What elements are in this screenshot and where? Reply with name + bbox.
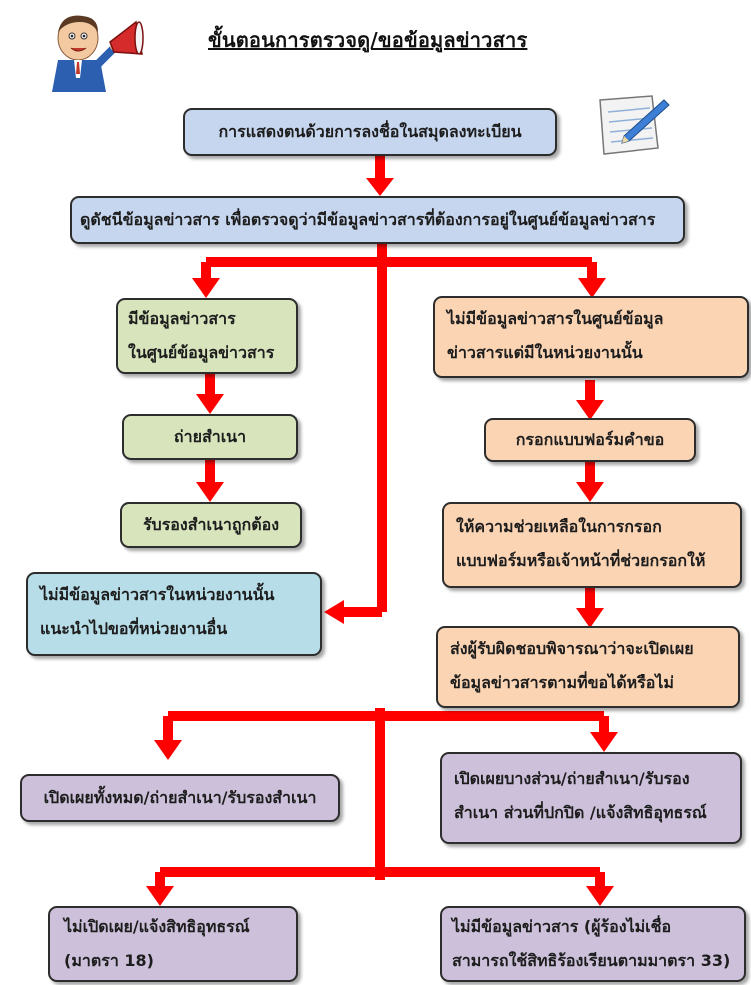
outcome-disclose-all-label: เปิดเผยทั้งหมด/ถ่ายสำเนา/รับรองสำเนา <box>43 788 317 807</box>
step-has-info: มีข้อมูลข่าวสาร ในศูนย์ข้อมูลข่าวสาร <box>116 298 298 374</box>
outcome-disclose-partial: เปิดเผยบางส่วน/ถ่ายสำเนา/รับรอง สำเนา ส่… <box>440 752 742 844</box>
step-help-fill: ให้ความช่วยเหลือในการกรอก แบบฟอร์มหรือเจ… <box>442 502 742 588</box>
outcome-not-disclose: ไม่เปิดเผย/แจ้งสิทธิอุทธรณ์ (มาตรา 18) <box>48 906 298 982</box>
step-copy-label: ถ่ายสำเนา <box>173 427 247 446</box>
step-consider-line1: ส่งผู้รับผิดชอบพิจารณาว่าจะเปิดเผย <box>450 639 694 658</box>
step-no-info-agency-line1: ไม่มีข้อมูลข่าวสารในหน่วยงานนั้น <box>40 585 275 604</box>
step-has-info-line1: มีข้อมูลข่าวสาร <box>128 309 236 328</box>
step-not-in-center-line1: ไม่มีข้อมูลข่าวสารในศูนย์ข้อมูล <box>447 309 664 328</box>
notepad-pencil-icon <box>599 95 670 155</box>
step-fill-form-label: กรอกแบบฟอร์มคำขอ <box>515 430 665 449</box>
step-register-label: การแสดงตนด้วยการลงชื่อในสมุดลงทะเบียน <box>218 122 522 141</box>
outcome-no-info: ไม่มีข้อมูลข่าวสาร (ผู้ร้องไม่เชื่อ สามา… <box>440 906 746 982</box>
outcome-disclose-partial-line1: เปิดเผยบางส่วน/ถ่ายสำเนา/รับรอง <box>454 769 690 788</box>
outcome-not-disclose-line2: (มาตรา 18) <box>64 951 154 970</box>
page-title: ขั้นตอนการตรวจดู/ขอข้อมูลข่าวสาร <box>208 28 528 52</box>
step-consider: ส่งผู้รับผิดชอบพิจารณาว่าจะเปิดเผย ข้อมู… <box>436 626 740 708</box>
step-fill-form: กรอกแบบฟอร์มคำขอ <box>484 418 696 462</box>
step-consider-line2: ข้อมูลข่าวสารตามที่ขอได้หรือไม่ <box>450 673 674 692</box>
megaphone-man-icon <box>52 15 144 92</box>
outcome-no-info-line1: ไม่มีข้อมูลข่าวสาร (ผู้ร้องไม่เชื่อ <box>452 917 672 936</box>
step-check-index: ดูดัชนีข้อมูลข่าวสาร เพื่อตรวจดูว่ามีข้อ… <box>70 196 685 244</box>
step-copy: ถ่ายสำเนา <box>122 414 298 460</box>
outcome-not-disclose-line1: ไม่เปิดเผย/แจ้งสิทธิอุทธรณ์ <box>64 917 250 936</box>
step-not-in-center: ไม่มีข้อมูลข่าวสารในศูนย์ข้อมูล ข่าวสารแ… <box>433 296 749 378</box>
step-check-index-label: ดูดัชนีข้อมูลข่าวสาร เพื่อตรวจดูว่ามีข้อ… <box>80 210 656 229</box>
outcome-disclose-partial-line2: สำเนา ส่วนที่ปกปิด /แจ้งสิทธิอุทธรณ์ <box>454 803 707 822</box>
step-certify-label: รับรองสำเนาถูกต้อง <box>142 515 280 534</box>
step-help-fill-line2: แบบฟอร์มหรือเจ้าหน้าที่ช่วยกรอกให้ <box>456 551 706 570</box>
step-register: การแสดงตนด้วยการลงชื่อในสมุดลงทะเบียน <box>183 108 557 156</box>
step-certify: รับรองสำเนาถูกต้อง <box>120 502 302 548</box>
step-has-info-line2: ในศูนย์ข้อมูลข่าวสาร <box>128 343 275 362</box>
step-not-in-center-line2: ข่าวสารแต่มีในหน่วยงานนั้น <box>447 343 643 362</box>
step-help-fill-line1: ให้ความช่วยเหลือในการกรอก <box>456 517 662 536</box>
step-no-info-agency: ไม่มีข้อมูลข่าวสารในหน่วยงานนั้น แนะนำไป… <box>26 572 322 656</box>
outcome-no-info-line2: สามารถใช้สิทธิร้องเรียนตามมาตรา 33) <box>452 951 731 970</box>
step-no-info-agency-line2: แนะนำไปขอที่หน่วยงานอื่น <box>40 619 228 638</box>
outcome-disclose-all: เปิดเผยทั้งหมด/ถ่ายสำเนา/รับรองสำเนา <box>20 774 340 822</box>
